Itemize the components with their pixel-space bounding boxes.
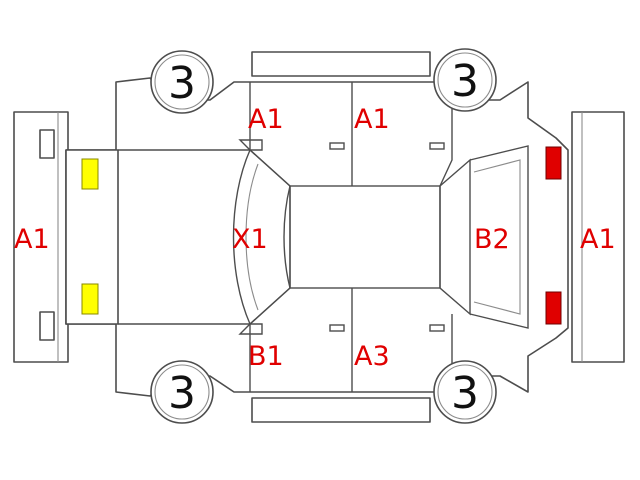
side-sill-bottom (251, 397, 431, 423)
tire-front-right-grade: 3 (168, 368, 196, 419)
code-upper-rear-door: A1 (354, 104, 390, 135)
code-upper-front-door: A1 (248, 104, 284, 135)
headlight-icon (81, 158, 99, 190)
tire-rear-right-grade: 3 (451, 368, 479, 419)
tire-front-right: 3 (150, 360, 214, 424)
tire-front-left-grade: 3 (168, 58, 196, 109)
side-sill-top (251, 51, 431, 77)
code-rear-bumper: A1 (580, 224, 616, 255)
rear-bumper (571, 111, 625, 363)
tire-front-left: 3 (150, 50, 214, 114)
code-hood: X1 (232, 224, 268, 255)
headlight-icon (81, 283, 99, 315)
taillight-icon (545, 146, 562, 180)
tire-rear-left-grade: 3 (451, 56, 479, 107)
code-front-bumper: A1 (14, 224, 50, 255)
tire-rear-left: 3 (433, 48, 497, 112)
taillight-icon (545, 291, 562, 325)
code-lower-front-door: B1 (248, 341, 284, 372)
car-body (65, 77, 569, 397)
front-bumper (13, 111, 69, 363)
code-trunk: B2 (474, 224, 510, 255)
code-lower-rear-door: A3 (354, 341, 390, 372)
tire-rear-right: 3 (433, 360, 497, 424)
